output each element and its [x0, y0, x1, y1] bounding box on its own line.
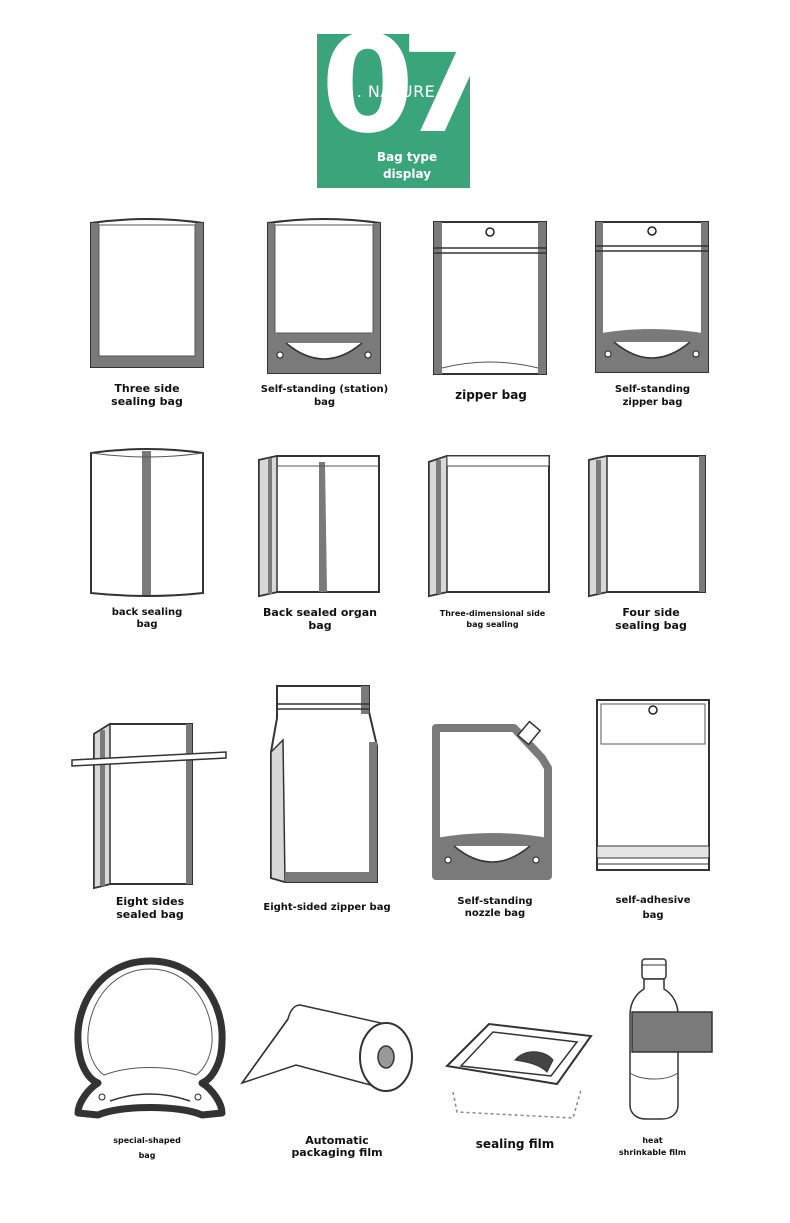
special-shaped-bag-icon [74, 957, 226, 1119]
four-side-sealing-bag-icon [588, 455, 706, 598]
automatic-packaging-film-icon [240, 1004, 413, 1092]
three-dimensional-side-bag-icon [428, 454, 550, 598]
subtitle-line-2: display [382, 167, 432, 181]
back-sealing-bag-icon [90, 448, 204, 597]
section-subtitle: Bag type display [357, 149, 457, 183]
self-standing-zipper-bag-icon [595, 221, 709, 373]
section-number: 07 [321, 34, 470, 163]
eight-sided-zipper-bag-label: Eight-sided zipper bag [263, 902, 391, 913]
brand-name: P . NATURE [341, 82, 436, 101]
sealing-film-label: sealing film [475, 1137, 555, 1151]
eight-sided-zipper-bag-icon [270, 685, 378, 883]
zipper-bag-icon [433, 221, 547, 375]
self-adhesive-bag-icon [596, 699, 710, 871]
heat-shrinkable-film-icon [629, 958, 713, 1120]
header-badge: 07 P . NATURE Bag type display [317, 34, 470, 188]
sealing-film-icon [445, 1022, 593, 1119]
eight-sides-sealed-bag-icon [71, 722, 227, 890]
self-standing-nozzle-bag-icon [432, 720, 552, 880]
subtitle-line-1: Bag type [376, 150, 438, 164]
back-sealed-organ-bag-icon [258, 455, 380, 598]
self-standing-station-bag-label: Self-standing (station)bag [260, 384, 389, 408]
self-standing-station-bag-icon [267, 218, 381, 374]
zipper-bag-label: zipper bag [455, 388, 527, 402]
three-side-sealing-bag-icon [90, 218, 204, 368]
